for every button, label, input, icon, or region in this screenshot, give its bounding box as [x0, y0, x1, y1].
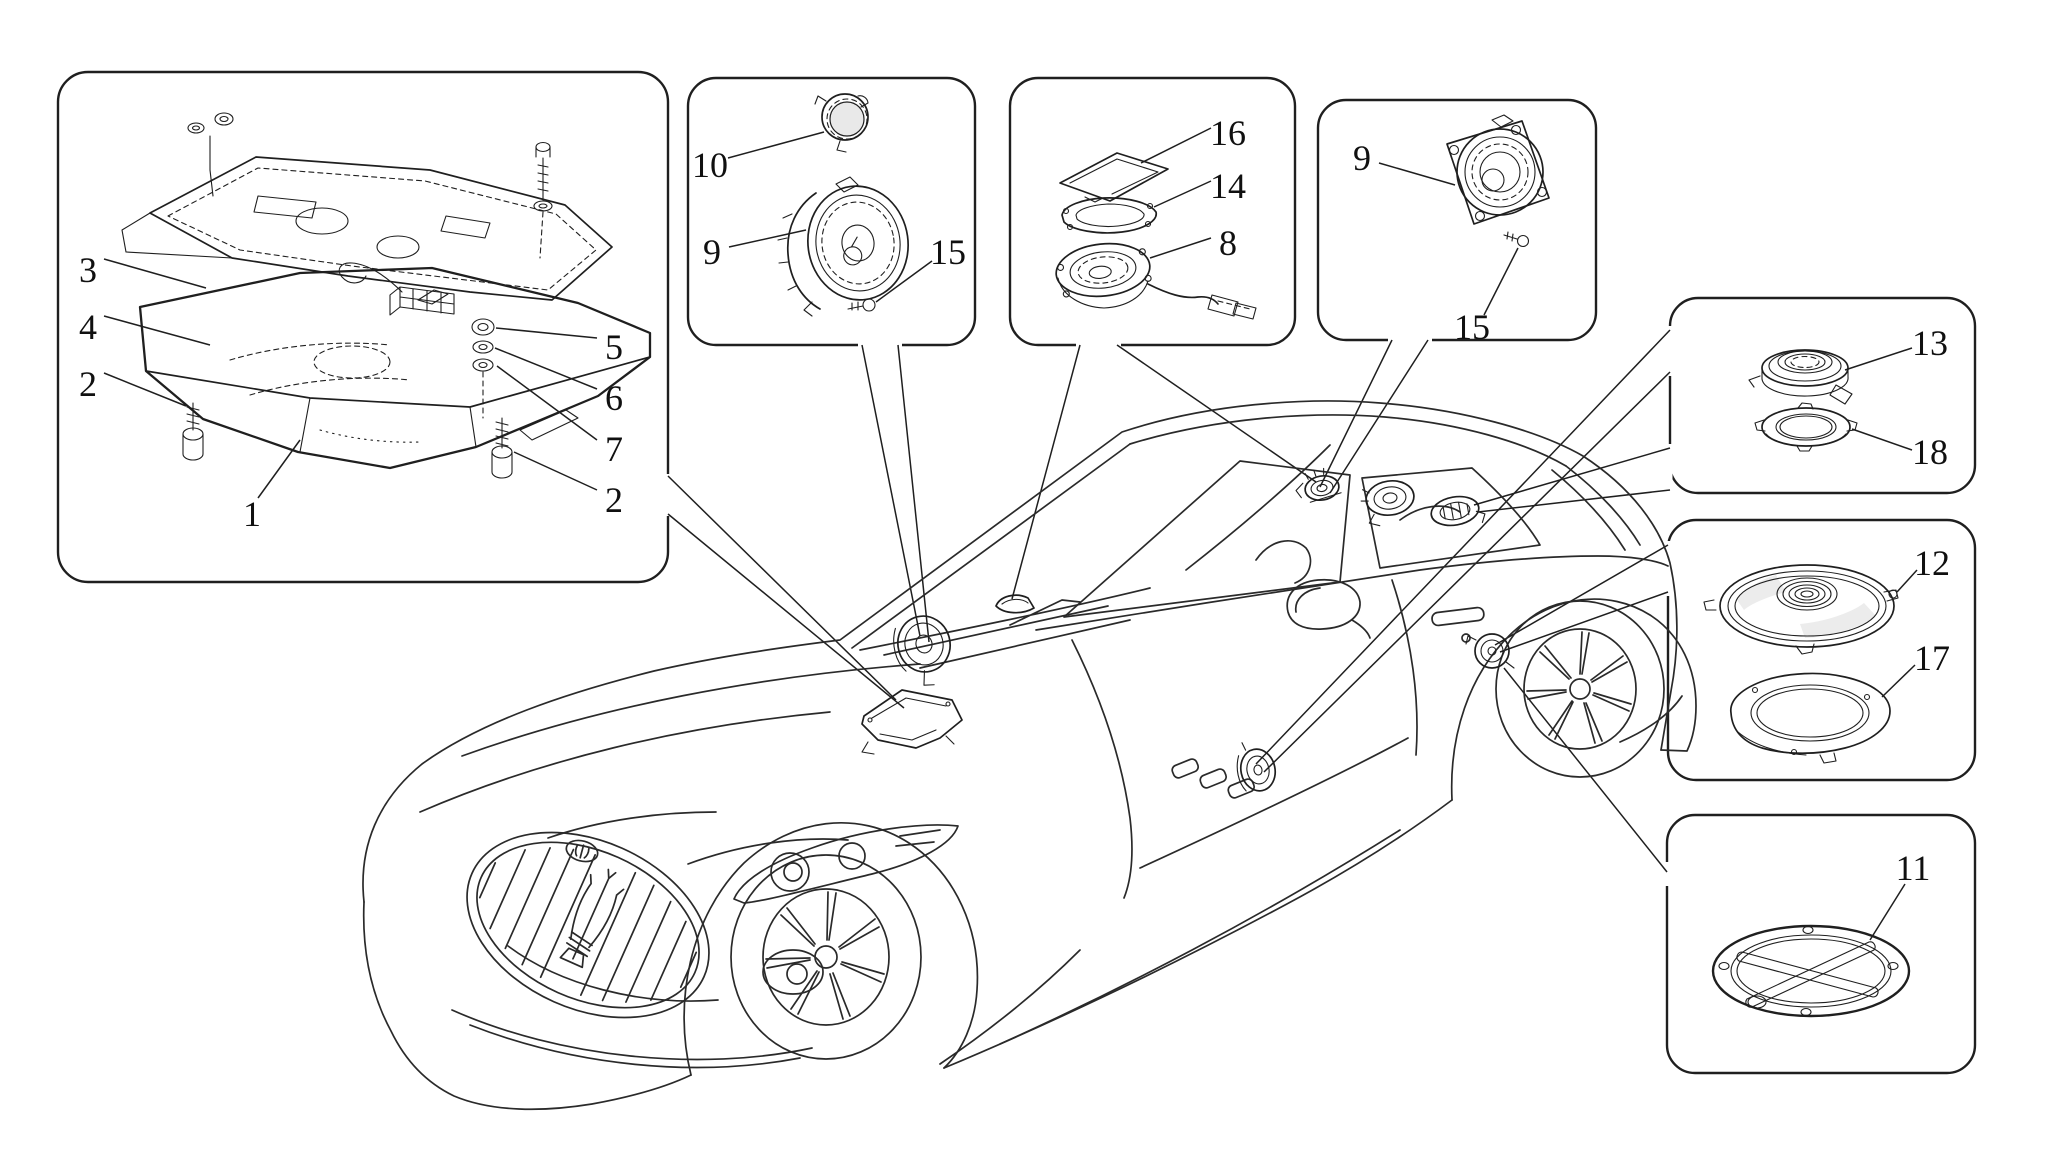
callout-14: 14 [1210, 166, 1246, 206]
callout-16: 16 [1210, 113, 1246, 153]
dashboard-speaker-drawing: 16 14 8 [1055, 113, 1257, 320]
rear-speaker-drawing: 9 15 [1353, 114, 1550, 347]
front-wheel [730, 854, 922, 1060]
dash-speaker [893, 615, 951, 686]
rear-quarter-speaker [1430, 495, 1486, 527]
bolt [533, 141, 553, 259]
door-tweeter [1295, 467, 1342, 503]
callout-10: 10 [692, 145, 728, 185]
callout-12: 12 [1914, 543, 1950, 583]
side-mirror [1286, 578, 1371, 639]
callout-17: 17 [1914, 638, 1950, 678]
amp-bracket-on-dash [861, 689, 963, 755]
fender-vents [1171, 758, 1256, 799]
lower-quarter-speaker [1465, 633, 1515, 669]
screw-and-washers [187, 112, 234, 197]
front-door-speaker-drawing: 10 9 15 [692, 93, 966, 317]
screw-15 [847, 298, 876, 312]
mid-speaker [1055, 242, 1152, 298]
callout-9: 9 [1353, 138, 1371, 178]
rubber-stud-right [491, 417, 513, 479]
callout-5: 5 [605, 327, 623, 367]
door-woofer [807, 185, 909, 301]
front-grille [466, 831, 710, 1019]
subwoofer-assembly-drawing: 3 4 2 1 5 6 7 2 [79, 112, 652, 534]
panel-speaker-grille-plate [1665, 813, 1977, 1075]
fog-lamp [762, 949, 824, 995]
panel-rear-speaker [1316, 98, 1598, 342]
door-handle [1431, 606, 1485, 627]
rear-shelf-speaker-drawing: 12 17 [1703, 543, 1950, 764]
callout-6: 6 [605, 378, 623, 418]
headlight [733, 824, 959, 904]
panel-subwoofer-assembly [56, 70, 670, 584]
callout-15: 15 [1454, 307, 1490, 347]
speaker-grille-plate-drawing: 11 [1711, 848, 1931, 1018]
panel-tail-gaps [665, 326, 1673, 886]
screw-15 [1503, 231, 1530, 248]
callout-3: 3 [79, 250, 97, 290]
callout-2-right: 2 [605, 480, 623, 520]
callout-18: 18 [1912, 432, 1948, 472]
panel-dashboard-speaker [1008, 76, 1297, 347]
callout-7: 7 [605, 429, 623, 469]
nut-washer-stack [471, 318, 495, 419]
callout-2-left: 2 [79, 364, 97, 404]
pillar-speaker [1360, 479, 1415, 527]
hood-badge [565, 839, 599, 863]
front-door-woofer [1236, 742, 1277, 792]
callout-11: 11 [1896, 848, 1931, 888]
panel-rear-shelf-speaker [1666, 518, 1977, 782]
car-line-drawing [362, 400, 1697, 1111]
leader-lines [667, 329, 1671, 873]
callout-9: 9 [703, 232, 721, 272]
panel-front-door-speaker [686, 76, 977, 347]
panel-tweeter-housing [1668, 296, 1977, 495]
cowl-clip [995, 594, 1035, 614]
trident-emblem [559, 868, 625, 969]
rubber-stud-left [182, 402, 204, 461]
callout-8: 8 [1219, 223, 1237, 263]
callout-13: 13 [1912, 323, 1948, 363]
callout-4: 4 [79, 307, 97, 347]
callout-1: 1 [243, 494, 261, 534]
tweeter-housing-drawing: 13 18 [1748, 323, 1948, 472]
rear-wheel [1495, 600, 1665, 778]
callout-15: 15 [930, 232, 966, 272]
wiring-connector [338, 262, 455, 316]
